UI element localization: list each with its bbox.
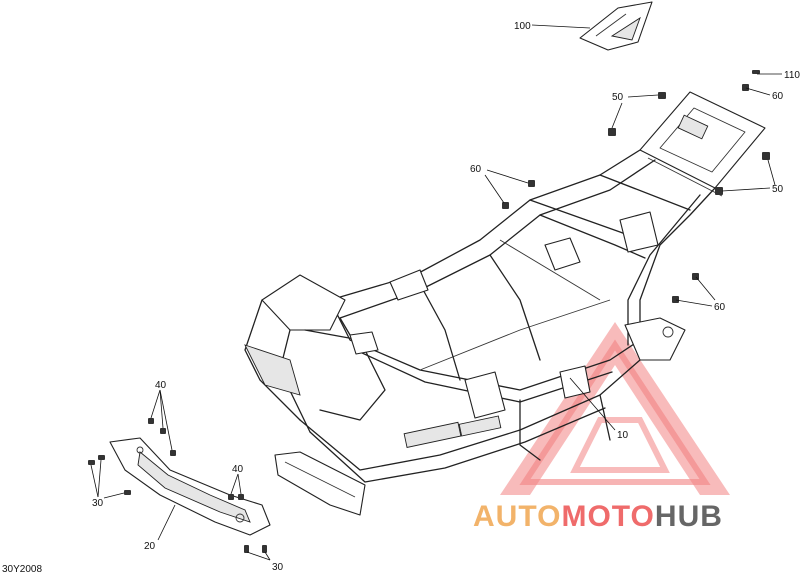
callout-60-right: 60: [714, 302, 726, 313]
watermark-moto: MOTO: [561, 500, 654, 533]
callout-110: 110: [784, 70, 800, 81]
callout-40-mid: 40: [232, 464, 244, 475]
callout-60-upper-left: 60: [470, 164, 482, 175]
callout-10: 10: [617, 430, 629, 441]
callout-labels: 100 110 60 50 50 60 60 10 40 40 30 30 20: [92, 21, 800, 573]
callout-30-bottom: 30: [272, 562, 284, 573]
callout-20: 20: [144, 541, 156, 552]
fasteners: [88, 70, 770, 553]
watermark-logo: [500, 322, 730, 495]
callout-40-left: 40: [155, 380, 167, 391]
callout-60-top-right: 60: [772, 91, 784, 102]
main-frame-assembly: [244, 91, 766, 516]
watermark-hub: HUB: [655, 500, 723, 533]
svg-text:AUTOMOTOHUB: AUTOMOTOHUB: [473, 500, 723, 533]
callout-100: 100: [514, 21, 531, 32]
part-20-skid-bracket: [109, 437, 271, 536]
callout-50-right: 50: [772, 184, 784, 195]
watermark-auto: AUTO: [473, 500, 561, 533]
diagram-reference-code: 30Y2008: [2, 564, 42, 575]
watermark-text: AUTOMOTOHUB: [473, 500, 723, 533]
part-100-bracket: [579, 1, 653, 51]
leader-lines: [90, 24, 782, 561]
callout-30-left: 30: [92, 498, 104, 509]
callout-50-top: 50: [612, 92, 624, 103]
